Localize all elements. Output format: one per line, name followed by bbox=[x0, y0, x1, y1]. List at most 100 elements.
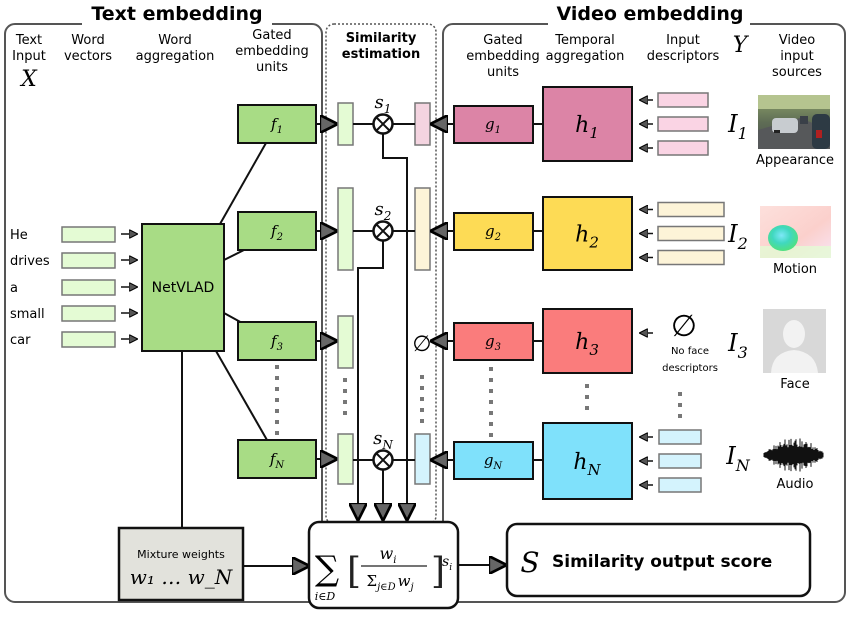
video-gated-unit-label-main: g bbox=[485, 222, 495, 240]
similarity-score-label-sub: 2 bbox=[383, 209, 392, 223]
input-descriptor bbox=[658, 477, 702, 493]
temporal-aggregation-label-main: h bbox=[575, 330, 589, 355]
header-text-gated-3: units bbox=[256, 60, 288, 75]
video-gated-unit-label-main: g bbox=[484, 451, 494, 469]
input-source-symbol-sub: 3 bbox=[738, 343, 748, 362]
temporal-aggregation-label-main: h bbox=[575, 223, 589, 248]
face-placeholder-image bbox=[763, 309, 826, 373]
output-symbol: S bbox=[520, 546, 539, 579]
dot bbox=[275, 431, 279, 435]
dot bbox=[678, 414, 682, 418]
header-text-input-1: Text bbox=[15, 33, 42, 48]
video-gated-unit-label: g1 bbox=[485, 115, 501, 136]
input-source-symbol-main: I bbox=[727, 329, 738, 357]
mixture-weights-label: Mixture weights bbox=[137, 548, 225, 561]
dot bbox=[678, 392, 682, 396]
text-gated-ellipsis bbox=[275, 365, 279, 435]
text-gated-unit-label-sub: 2 bbox=[276, 232, 283, 243]
header-text-gated-2: embedding bbox=[235, 44, 309, 59]
temporal-aggregation-label-sub: 1 bbox=[589, 124, 599, 142]
sum-symbol: ∑ bbox=[315, 549, 339, 589]
input-descriptor bbox=[658, 453, 702, 469]
video-gated-ellipsis bbox=[489, 367, 493, 437]
text-embedding-vector bbox=[337, 433, 354, 485]
source-label: Motion bbox=[773, 262, 817, 277]
temporal-aggregation-box bbox=[542, 422, 633, 500]
dot bbox=[420, 419, 424, 423]
header-text-input-2: Input bbox=[12, 49, 46, 64]
audio-waveform-image bbox=[763, 438, 824, 472]
dot bbox=[678, 403, 682, 407]
similarity-score-label-main: s bbox=[375, 92, 384, 113]
header-sources-3: sources bbox=[772, 65, 822, 80]
word-vector bbox=[61, 305, 116, 322]
word-token: drives bbox=[10, 254, 50, 269]
dot bbox=[585, 384, 589, 388]
dot bbox=[420, 386, 424, 390]
input-source-symbol-sub: 2 bbox=[737, 234, 748, 253]
score-routing-wire bbox=[382, 134, 408, 500]
similarity-score-label: s2 bbox=[375, 199, 392, 223]
input-descriptor bbox=[657, 116, 709, 132]
word-token: He bbox=[10, 228, 28, 243]
multiply-cross bbox=[376, 453, 390, 467]
no-descriptors-label: descriptors bbox=[662, 363, 718, 374]
similarity-score-label-main: s bbox=[373, 428, 382, 449]
word-token: car bbox=[10, 333, 31, 348]
text-gated-unit-label: f1 bbox=[270, 115, 283, 136]
dot bbox=[585, 395, 589, 399]
word-vector bbox=[61, 226, 116, 243]
text-gated-unit-label-main: f bbox=[270, 332, 279, 350]
source-label: Appearance bbox=[756, 153, 834, 168]
header-word-aggregation-1: Word bbox=[158, 33, 191, 48]
text-gated-unit-label: f2 bbox=[270, 222, 283, 243]
multiply-cross bbox=[376, 224, 390, 238]
dot bbox=[420, 375, 424, 379]
input-source-symbol: I3 bbox=[727, 329, 748, 362]
input-descriptor bbox=[658, 429, 702, 445]
dot bbox=[343, 400, 347, 404]
left-bracket: [ bbox=[347, 551, 361, 592]
input-source-symbol-main: I bbox=[727, 220, 738, 248]
header-video-gated-3: units bbox=[487, 65, 519, 80]
video-embedding-ellipsis bbox=[420, 375, 424, 423]
input-source-symbol-main: I bbox=[727, 110, 738, 138]
text-embedding-ellipsis bbox=[343, 378, 347, 415]
dot bbox=[420, 408, 424, 412]
dot bbox=[489, 389, 493, 393]
video-gated-unit-label-main: g bbox=[485, 332, 495, 350]
header-input-desc-2: descriptors bbox=[647, 49, 720, 64]
score-routing-wire bbox=[357, 241, 384, 500]
word-token: a bbox=[10, 281, 18, 296]
temporal-aggregation-label: hN bbox=[573, 450, 601, 479]
temporal-aggregation-label: h3 bbox=[575, 330, 599, 359]
text-gated-unit-label-main: f bbox=[270, 222, 279, 240]
temporal-aggregation-label-sub: N bbox=[587, 461, 602, 479]
text-gated-unit-box bbox=[237, 439, 317, 479]
temporal-aggregation-box bbox=[542, 196, 633, 271]
input-descriptor bbox=[657, 201, 725, 218]
header-word-aggregation-2: aggregation bbox=[136, 49, 215, 64]
dot bbox=[275, 398, 279, 402]
video-gated-unit-label: g3 bbox=[485, 332, 501, 353]
word-vector bbox=[61, 279, 116, 296]
video-gated-unit-label-sub: 3 bbox=[495, 342, 501, 353]
video-column-headers: Gated embedding units Temporal aggregati… bbox=[466, 33, 822, 80]
source-label: Audio bbox=[777, 477, 814, 492]
text-gated-unit-label-sub: 3 bbox=[277, 342, 283, 353]
header-sources-1: Video bbox=[779, 33, 815, 48]
similarity-score-label: s1 bbox=[375, 92, 392, 116]
video-gated-unit-label-main: g bbox=[485, 115, 495, 133]
temporal-ellipsis bbox=[585, 384, 589, 410]
video-gated-unit-label-sub: 2 bbox=[494, 232, 501, 243]
source-label: Face bbox=[780, 377, 809, 392]
dot bbox=[585, 406, 589, 410]
text-embedding-vector bbox=[337, 102, 354, 146]
text-embedding-vector bbox=[337, 187, 354, 271]
text-gated-unit-label: f3 bbox=[270, 332, 283, 353]
text-gated-unit-box bbox=[237, 104, 317, 144]
temporal-aggregation-label: h2 bbox=[575, 223, 599, 252]
temporal-aggregation-box bbox=[542, 86, 633, 162]
